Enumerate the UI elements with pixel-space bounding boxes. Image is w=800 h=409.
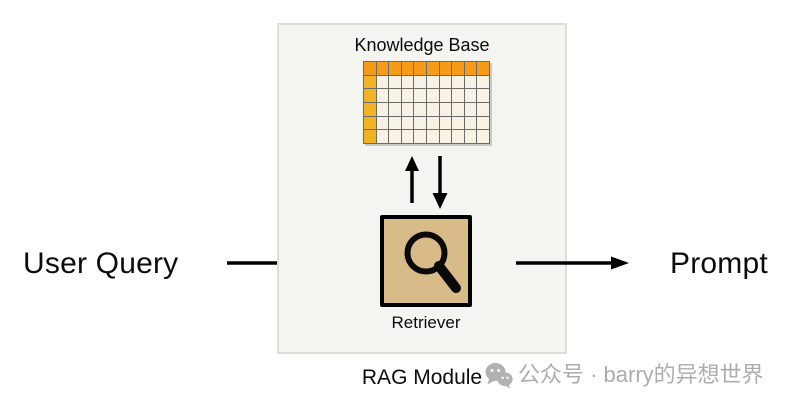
kb-cell: [389, 75, 401, 89]
watermark: 公众号 · barry的异想世界: [484, 361, 764, 390]
kb-cell: [452, 89, 464, 102]
knowledge-base-table: [363, 61, 490, 144]
kb-cell: [477, 75, 489, 89]
kb-cell: [427, 62, 439, 75]
rag-module-label: RAG Module: [361, 366, 483, 389]
kb-cell: [364, 75, 376, 89]
kb-cell: [414, 116, 426, 130]
kb-cell: [439, 75, 452, 89]
arrow-up-down-icons: [405, 156, 448, 209]
kb-cell: [401, 62, 414, 75]
kb-cell: [376, 75, 389, 89]
knowledge-base-label: Knowledge Base: [354, 35, 490, 55]
kb-cell: [401, 103, 414, 116]
kb-cell: [452, 103, 464, 116]
kb-cell: [477, 62, 489, 75]
kb-cell: [439, 89, 452, 102]
kb-cell: [414, 62, 426, 75]
kb-cell: [427, 116, 439, 130]
kb-cell: [389, 130, 401, 143]
kb-cell: [427, 75, 439, 89]
rag-module-container: Knowledge Base Retriever: [277, 23, 567, 354]
magnifier-icon: [404, 231, 461, 293]
kb-cell: [452, 130, 464, 143]
kb-cell: [414, 130, 426, 143]
kb-cell: [464, 89, 477, 102]
kb-cell: [427, 89, 439, 102]
kb-cell: [427, 130, 439, 143]
kb-cell: [477, 103, 489, 116]
kb-cell: [389, 103, 401, 116]
kb-cell: [401, 75, 414, 89]
kb-cell: [376, 116, 389, 130]
kb-cell: [439, 116, 452, 130]
retriever-label: Retriever: [391, 313, 461, 332]
kb-cell: [477, 116, 489, 130]
kb-cell: [376, 130, 389, 143]
kb-cell: [452, 116, 464, 130]
kb-cell: [401, 116, 414, 130]
watermark-text: 公众号 · barry的异想世界: [518, 362, 764, 388]
kb-cell: [401, 130, 414, 143]
kb-cell: [439, 103, 452, 116]
kb-cell: [364, 130, 376, 143]
kb-cell: [477, 130, 489, 143]
kb-cell: [464, 75, 477, 89]
kb-cell: [439, 130, 452, 143]
kb-cell: [376, 103, 389, 116]
prompt-label: Prompt: [670, 247, 768, 280]
kb-cell: [464, 130, 477, 143]
kb-cell: [364, 103, 376, 116]
kb-cell: [414, 103, 426, 116]
kb-cell: [389, 116, 401, 130]
kb-cell: [464, 103, 477, 116]
retriever-box: [380, 215, 472, 307]
kb-cell: [464, 62, 477, 75]
kb-cell: [464, 116, 477, 130]
kb-cell: [364, 89, 376, 102]
kb-cell: [376, 89, 389, 102]
kb-cell: [452, 62, 464, 75]
arrow-right-icon: [516, 256, 629, 270]
kb-cell: [452, 75, 464, 89]
user-query-label: User Query: [23, 247, 179, 280]
kb-cell: [414, 89, 426, 102]
kb-cell: [401, 89, 414, 102]
kb-cell: [477, 89, 489, 102]
kb-cell: [364, 116, 376, 130]
wechat-icon: [485, 363, 513, 389]
kb-cell: [364, 62, 376, 75]
kb-cell: [389, 62, 401, 75]
kb-cell: [427, 103, 439, 116]
kb-cell: [389, 89, 401, 102]
kb-cell: [376, 62, 389, 75]
kb-cell: [439, 62, 452, 75]
kb-cell: [414, 75, 426, 89]
